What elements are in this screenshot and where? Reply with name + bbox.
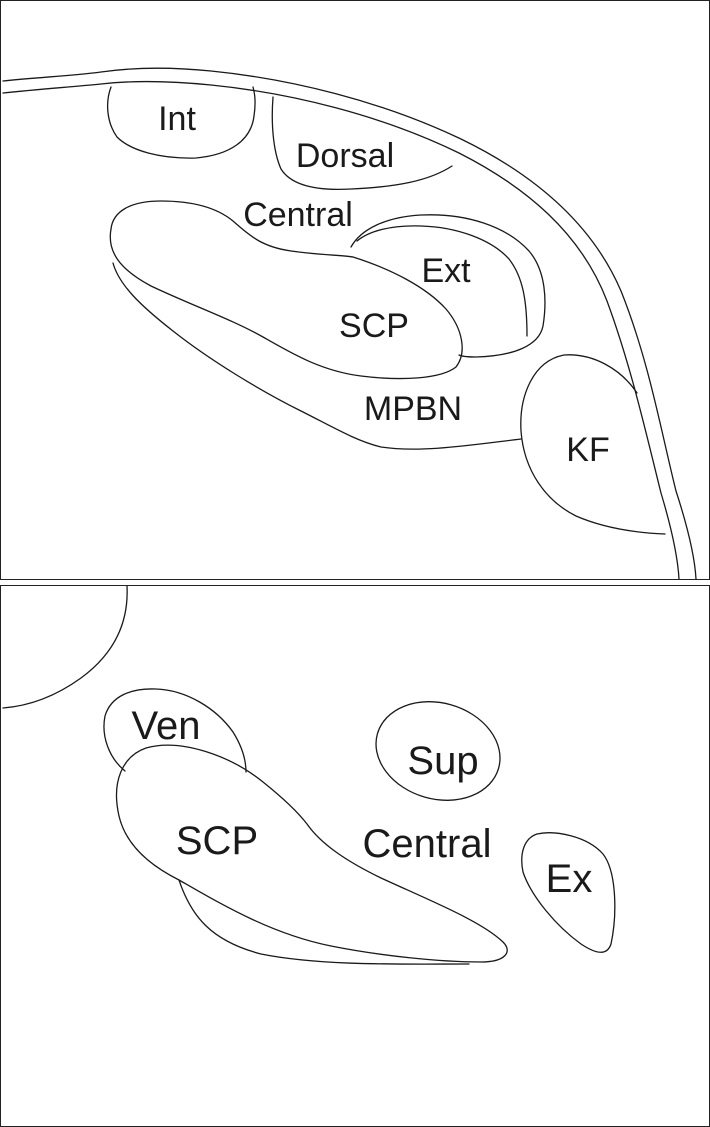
scp-region-outline	[109, 228, 463, 380]
ven-region-outline	[103, 688, 247, 773]
sup-region-outline	[375, 701, 501, 801]
ext-region-outline-inner	[356, 225, 528, 337]
outer-boundary-outer-line	[2, 67, 697, 579]
sup-label: Sup	[407, 739, 478, 783]
central-region-outline	[110, 200, 354, 258]
dorsal-label: Dorsal	[296, 137, 394, 175]
bottom-diagram-svg: Ven Sup SCP Central Ex	[2, 586, 616, 965]
corner-arc-outline	[2, 586, 128, 709]
scp-lobe-outline	[115, 744, 508, 963]
outer-boundary-inner-line	[2, 80, 680, 579]
ex-region-outline	[521, 832, 616, 953]
central-label: Central	[243, 196, 353, 234]
top-diagram-panel: Int Dorsal Central Ext SCP MPBN KF	[0, 0, 710, 580]
bottom-diagram-panel: Ven Sup SCP Central Ex	[0, 585, 710, 1127]
ven-label: Ven	[132, 704, 201, 748]
dorsal-region-outline	[271, 96, 453, 191]
ex-label: Ex	[546, 857, 593, 901]
central-label-bottom: Central	[363, 822, 492, 866]
int-label: Int	[158, 100, 196, 138]
top-diagram-svg: Int Dorsal Central Ext SCP MPBN KF	[2, 67, 697, 579]
scp-label: SCP	[339, 307, 409, 345]
kf-region-outline	[520, 354, 666, 535]
mpbn-label: MPBN	[364, 390, 462, 428]
mpbn-region-outline	[112, 262, 522, 450]
scp-region-outline	[178, 879, 470, 965]
scp-label-bottom: SCP	[176, 819, 258, 863]
ext-label: Ext	[421, 252, 471, 290]
ext-region-outline-outer	[350, 214, 546, 358]
int-region-outline	[106, 86, 256, 159]
kf-label: KF	[566, 431, 609, 469]
